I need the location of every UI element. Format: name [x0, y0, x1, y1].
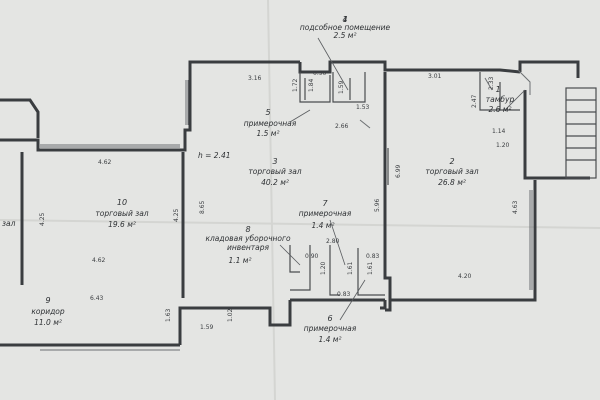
- room-number: 7: [322, 199, 328, 208]
- room-label-7: 7 примерочная 1.4 м²: [299, 199, 352, 230]
- dimension-label: 5.96: [374, 198, 381, 212]
- room-area: 19.6 м²: [108, 220, 136, 229]
- room-name: тамбур: [486, 95, 515, 104]
- room-number: 2: [449, 157, 454, 166]
- dimension-label: 4.62: [98, 159, 112, 166]
- ceiling-height-label: h = 2.41: [198, 151, 231, 160]
- room-area: 26.8 м²: [438, 178, 466, 187]
- room-label-5: 5 примерочная 1.5 м²: [244, 108, 297, 138]
- room-number: 9: [45, 296, 50, 305]
- dimension-label: 2.80: [326, 238, 340, 245]
- room-name: инвентаря: [227, 243, 269, 252]
- room-label-10: 10 торговый зал 19.6 м²: [95, 198, 148, 229]
- room-label-6: 6 примерочная 1.4 м²: [304, 314, 357, 344]
- dimension-label: 6.99: [395, 164, 402, 178]
- dimension-label: 0.83: [337, 291, 351, 298]
- room-area: 1.1 м²: [229, 256, 252, 265]
- dimension-label: 8.65: [199, 200, 206, 214]
- room-label-2: 2 торговый зал 26.8 м²: [425, 157, 478, 187]
- dimension-label: 1.61: [367, 261, 374, 275]
- room-number-4: 4: [342, 15, 347, 24]
- dimension-label: 3.16: [248, 75, 262, 82]
- dimension-label: 4.25: [173, 208, 180, 222]
- dimension-label: 1.63: [165, 308, 172, 322]
- room-name: коридор: [31, 307, 65, 316]
- room-name: примерочная: [299, 209, 352, 218]
- dimension-label: 6.43: [90, 295, 104, 302]
- dimension-label: 1.14: [492, 128, 506, 135]
- exterior-walls: [0, 60, 590, 347]
- paper-fold-line: [267, 0, 276, 400]
- room-label-9: 9 коридор 11.0 м²: [31, 296, 65, 327]
- dimension-label: 2.47: [471, 94, 478, 108]
- paper-fold-line: [0, 219, 600, 229]
- dimension-label: 1.59: [200, 324, 214, 331]
- dimension-label: 0.90: [313, 70, 327, 77]
- dimension-label: 3.01: [428, 73, 442, 80]
- dimension-label: 1.20: [496, 142, 510, 149]
- room-name: торговый зал: [425, 167, 478, 176]
- dimension-label: 4.63: [512, 200, 519, 214]
- room-number: 6: [327, 314, 332, 323]
- room-area: 11.0 м²: [34, 318, 62, 327]
- dimension-label: 1.02: [227, 308, 234, 322]
- room-name: примерочная: [244, 119, 297, 128]
- dimension-label: 4.25: [39, 212, 46, 226]
- room-area: 2.6 м²: [489, 105, 512, 114]
- room-number: 1: [495, 85, 500, 94]
- dimension-label: 1.72: [292, 78, 299, 92]
- room-name: примерочная: [304, 324, 357, 333]
- room-number: 8: [245, 225, 250, 234]
- room-name: зал: [2, 219, 16, 228]
- room-label-8: 8 кладовая уборочного инвентаря 1.1 м²: [205, 225, 290, 265]
- dimension-label: 4.20: [458, 273, 472, 280]
- room-label-3: 3 торговый зал 40.2 м²: [248, 157, 301, 187]
- dimension-label: 4.62: [92, 257, 106, 264]
- dimension-label: 1.20: [320, 261, 327, 275]
- room-number: 5: [265, 108, 270, 117]
- leader-lines: [279, 37, 526, 321]
- dimension-label: 1.59: [338, 80, 345, 94]
- window-marks: [40, 69, 533, 351]
- room-name: подсобное помещение: [300, 23, 391, 32]
- interior-partitions: [289, 72, 520, 296]
- room-label-11-partial: зал: [2, 219, 16, 228]
- room-name: торговый зал: [248, 167, 301, 176]
- room-area: 40.2 м²: [261, 178, 289, 187]
- dimension-label: 1.53: [356, 104, 370, 111]
- dimension-label: 1.61: [347, 261, 354, 275]
- dimension-label: 1.84: [308, 78, 315, 92]
- room-number: 1: [342, 15, 347, 24]
- dimension-labels: 3.16 0.90 1.72 1.84 1.59 1.53 2.66 3.01 …: [39, 70, 519, 331]
- dimension-label: 2.66: [335, 123, 349, 130]
- room-number: 10: [117, 198, 127, 207]
- dimension-label: 2.33: [488, 76, 495, 90]
- stair-icon: [565, 87, 597, 179]
- room-name: торговый зал: [95, 209, 148, 218]
- room-number: 3: [272, 157, 277, 166]
- room-name: кладовая уборочного: [205, 234, 290, 243]
- room-area: 1.4 м²: [319, 335, 342, 344]
- room-label-1: 1 тамбур 2.6 м²: [486, 85, 515, 114]
- dimension-label: 0.83: [366, 253, 380, 260]
- dimension-label: 0.90: [305, 253, 319, 260]
- room-area: 2.5 м²: [334, 31, 357, 40]
- room-area: 1.5 м²: [257, 129, 280, 138]
- room-label-4: 1 подсобное помещение 2.5 м²: [300, 15, 391, 40]
- room-area: 1.4 м²: [312, 221, 335, 230]
